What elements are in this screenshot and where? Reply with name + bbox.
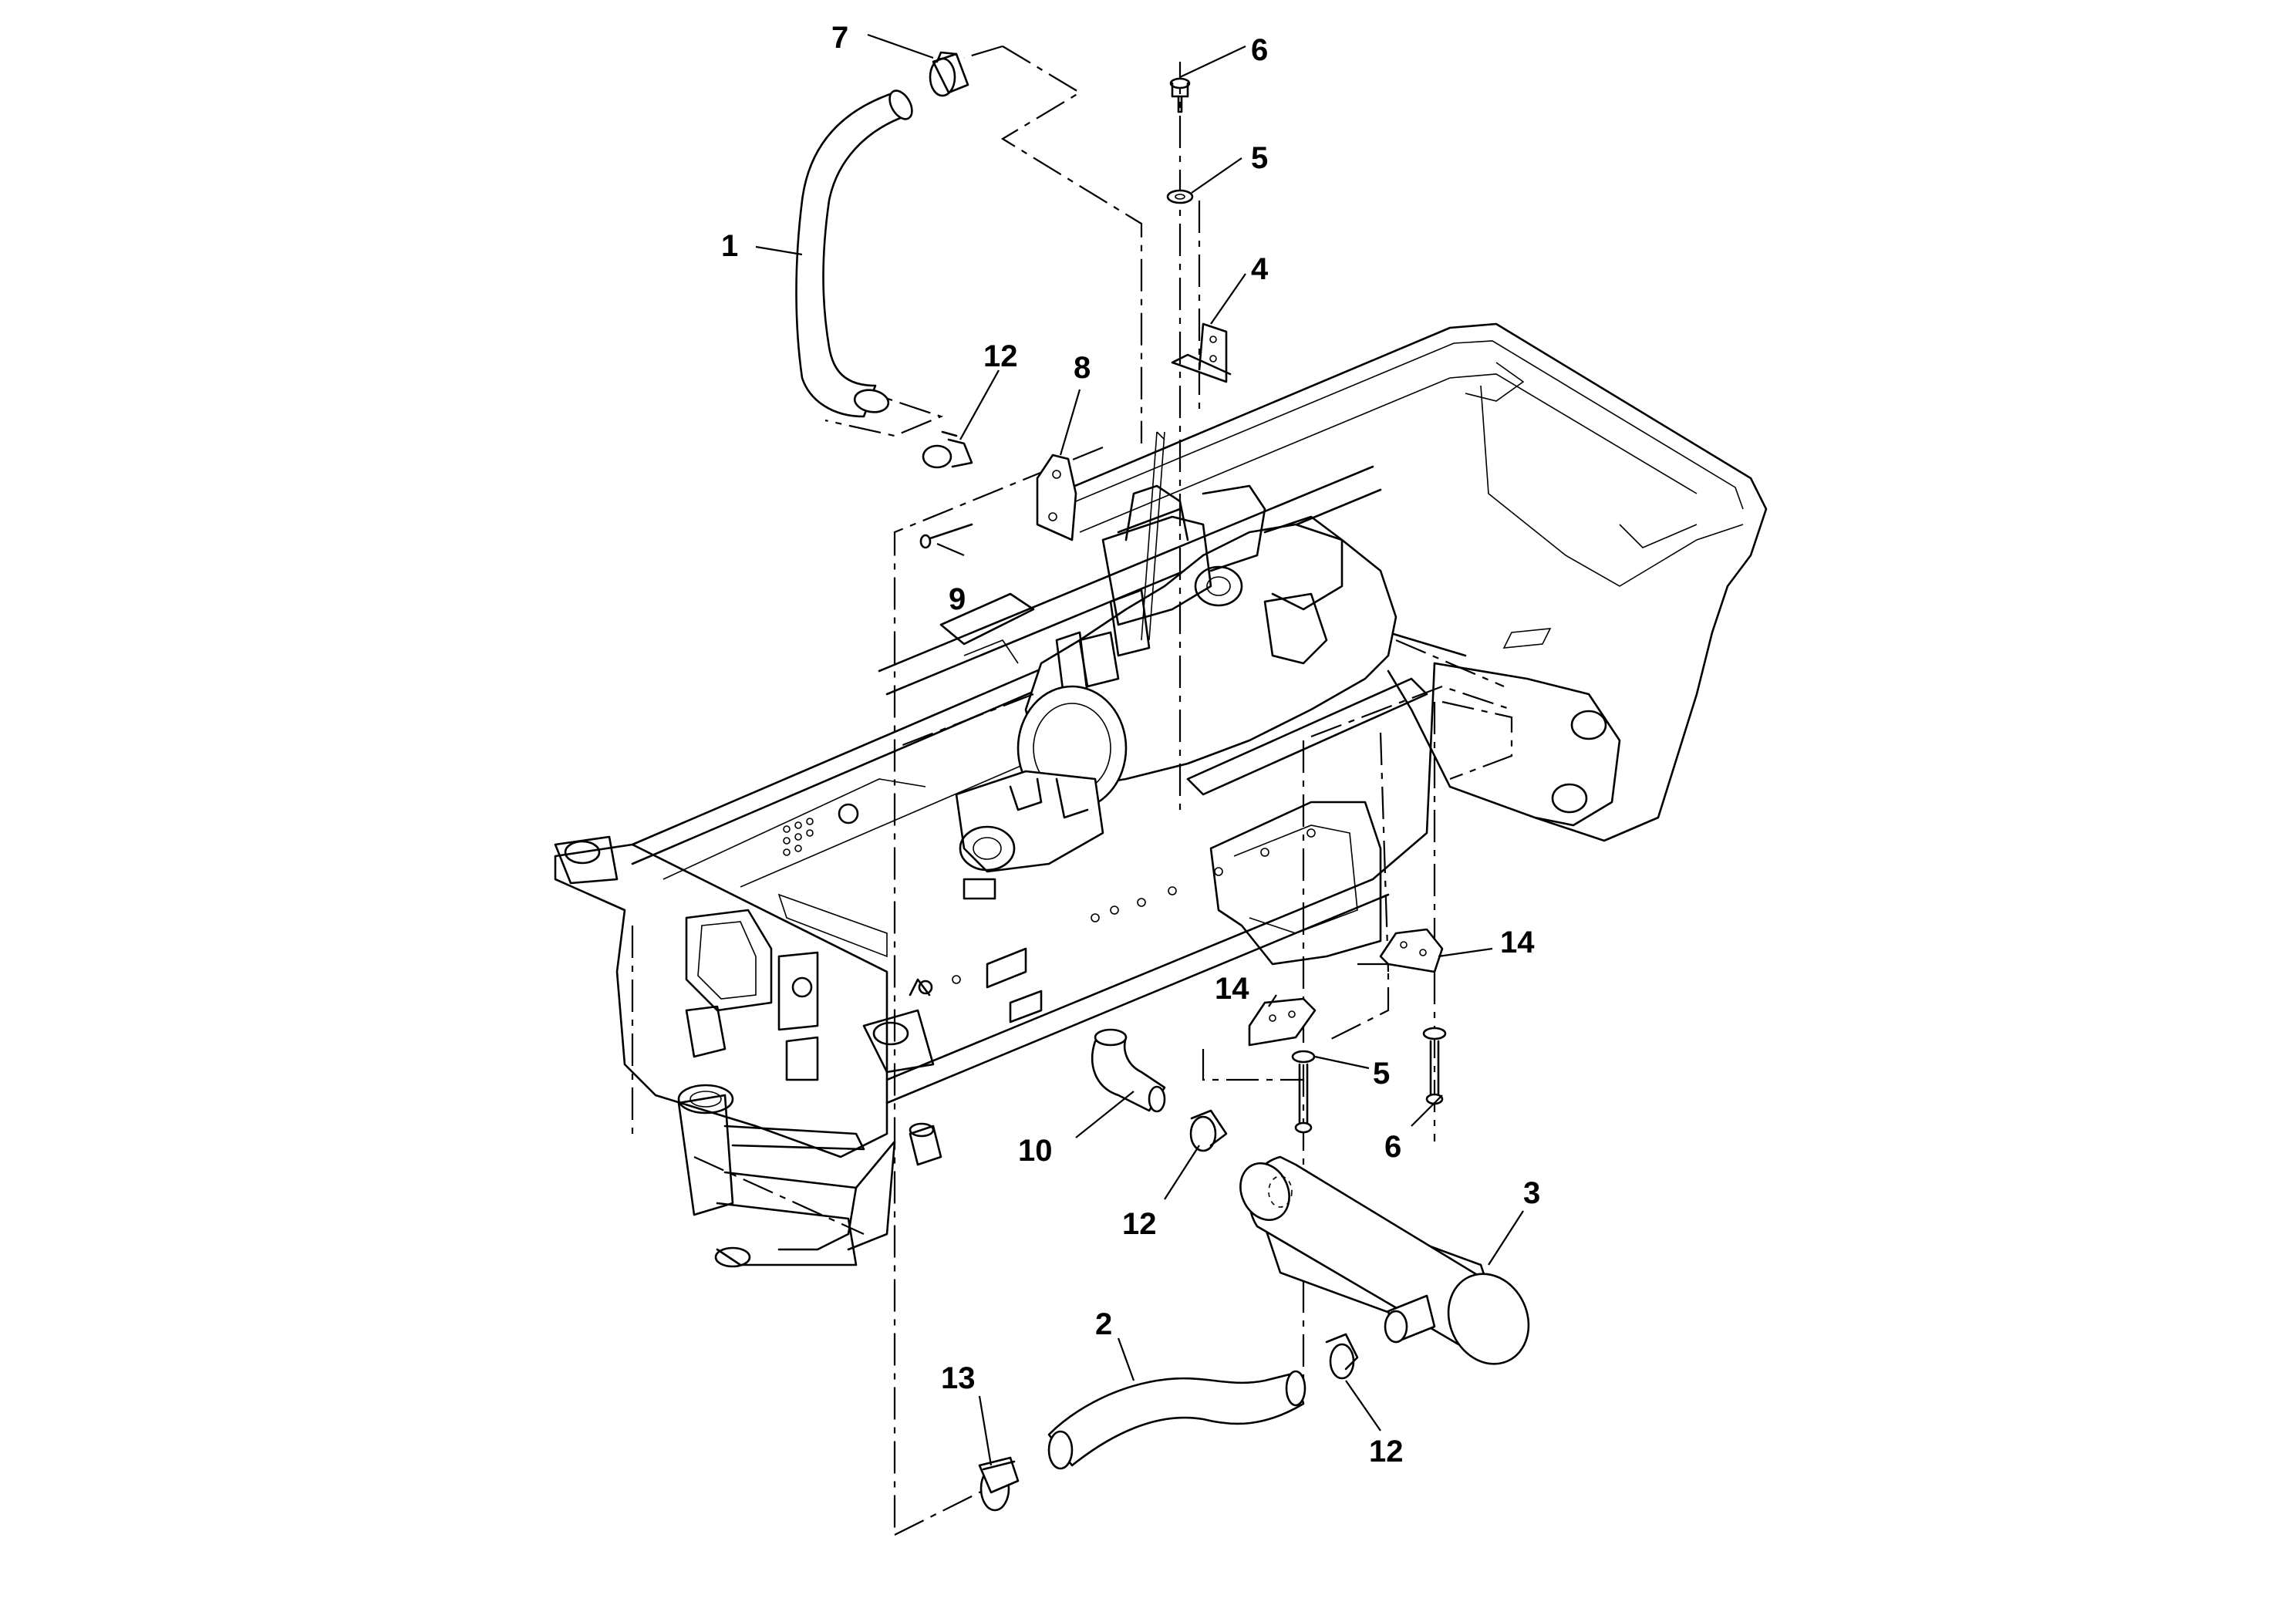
part-7-clamp xyxy=(929,51,969,97)
part-8-bracket xyxy=(1036,454,1077,541)
part-6-bolt-lower xyxy=(1294,1040,1444,1134)
callout-5-top: 5 xyxy=(1251,141,1268,175)
callout-10: 10 xyxy=(1018,1134,1053,1168)
callout-1: 1 xyxy=(721,229,738,263)
callout-8: 8 xyxy=(1074,351,1091,385)
part-14-bracket-right xyxy=(1379,928,1444,973)
callout-6-top: 6 xyxy=(1251,33,1268,67)
part-6-bolt xyxy=(1169,77,1191,113)
part-14-bracket-left xyxy=(1248,997,1317,1047)
part-10-elbow-pipe xyxy=(1091,1028,1166,1113)
frame-holes xyxy=(783,818,1316,984)
part-5-washer-lower xyxy=(1291,1027,1447,1064)
part-13-clamp xyxy=(978,1456,1020,1512)
callout-12-lower: 12 xyxy=(1369,1435,1404,1469)
callout-13: 13 xyxy=(941,1361,976,1395)
callout-5-lower: 5 xyxy=(1373,1057,1390,1091)
callout-3: 3 xyxy=(1523,1176,1540,1210)
callout-14-left: 14 xyxy=(1215,972,1249,1006)
part-1-tailpipe xyxy=(795,89,913,418)
part-4-bracket xyxy=(1171,322,1232,383)
part-12-clamp-upper xyxy=(922,430,973,469)
part-9-screw xyxy=(919,523,973,549)
callout-12-upper: 12 xyxy=(983,339,1018,373)
part-2-front-pipe xyxy=(1047,1370,1306,1470)
callout-12-mid: 12 xyxy=(1122,1207,1157,1241)
engine-assembly xyxy=(955,431,1397,900)
callout-14-right: 14 xyxy=(1500,926,1535,959)
part-12-clamp-mid xyxy=(1189,1109,1228,1152)
callout-7: 7 xyxy=(831,21,848,55)
callout-4: 4 xyxy=(1251,252,1269,286)
part-3-muffler xyxy=(1239,1155,1530,1365)
callout-2: 2 xyxy=(1095,1307,1112,1341)
assembly-lines xyxy=(631,45,1513,1536)
callout-9: 9 xyxy=(949,582,966,616)
chassis-frame xyxy=(554,322,1768,1268)
part-5-washer xyxy=(1166,189,1194,204)
callout-6-lower: 6 xyxy=(1384,1130,1401,1164)
callout-labels: 7 6 5 4 1 12 8 9 14 14 5 6 10 12 3 2 13 … xyxy=(721,21,1540,1469)
part-12-clamp-lower xyxy=(1325,1333,1359,1380)
leader-lines xyxy=(755,33,1524,1466)
